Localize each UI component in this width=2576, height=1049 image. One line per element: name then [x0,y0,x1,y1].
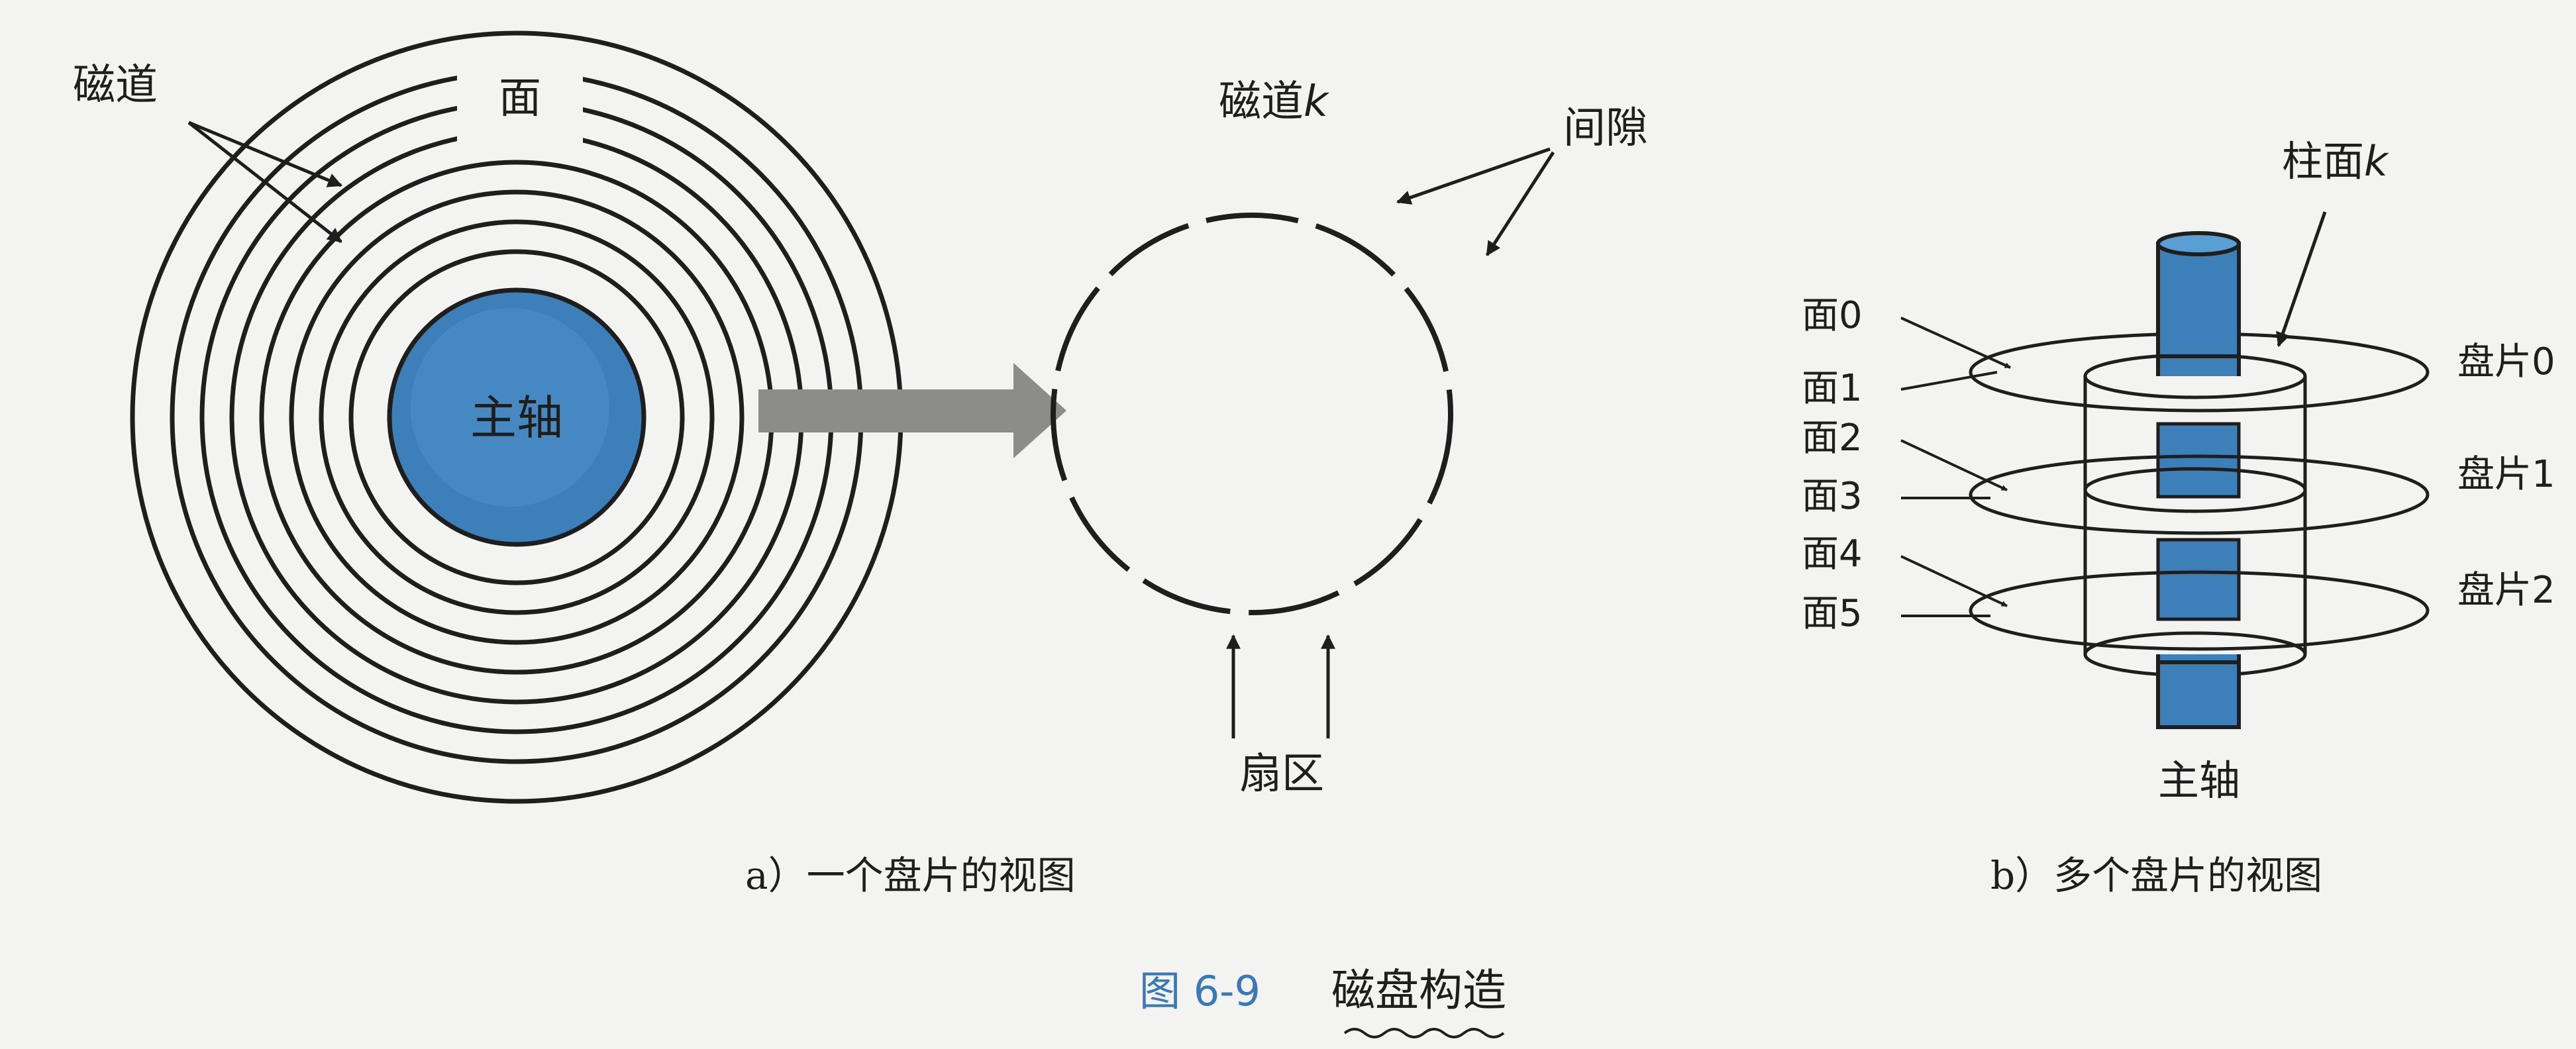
track-ring [319,219,715,615]
gap-pointer-arrow [1396,147,1551,205]
track-ring [348,249,685,585]
spindle-top [2156,242,2241,358]
surface-label: 面 [499,74,541,123]
spindle-segment [2156,538,2241,621]
title-underline-squiggle [1343,1028,1505,1038]
surface-pointer-arrows [1900,317,2011,617]
surface-3-label: 面3 [1802,475,1863,518]
surface-4-label: 面4 [1802,532,1863,575]
surface-2-label: 面2 [1802,417,1863,460]
cylinder-k-label: 柱面k [2282,137,2389,185]
figure-title: 磁盘构造 [1331,965,1506,1016]
spindle-top-cap [2156,231,2241,256]
spindle-highlight [411,308,609,507]
surface-labels: 面0 面1 面2 面3 面4 面5 [1802,294,1863,635]
gap-pointer-arrow [1485,151,1555,256]
track-pointer-arrow [187,121,342,243]
sector-label: 扇区 [1239,750,1324,799]
multi-platter-view: 柱面k 面0 面1 面2 面3 面4 面5 盘片0 盘片1 盘片2 主轴 b）多… [1802,137,2555,898]
spindle-label: 主轴 [470,391,563,445]
track-k-label: 磁道k [1219,77,1330,126]
zoom-arrow [758,363,1066,458]
panel-a-caption: a）一个盘片的视图 [745,853,1076,898]
single-platter-view: 主轴 面 磁道 a）一个盘片的视图 [73,30,1076,898]
track-label: 磁道 [73,61,158,110]
surface-0-label: 面0 [1802,294,1863,337]
surface-5-label: 面5 [1802,592,1863,635]
cylinder-k [2083,353,2307,677]
platter-2 [1969,570,2430,651]
track-k-dashed-circle [1051,213,1453,615]
platter-2-label: 盘片2 [2457,569,2555,612]
platter-0-label: 盘片0 [2457,340,2555,383]
track-pointer-arrow [188,121,343,187]
cylinder-pointer-arrow [2276,211,2327,348]
track-ring [289,189,745,645]
gap-label: 间隙 [1563,104,1648,153]
spindle-label: 主轴 [2158,756,2240,805]
track-detail-view: 磁道k 间隙 扇区 [1051,77,1648,799]
platter-1 [1969,454,2430,535]
figure-number: 图 6-9 [1139,967,1261,1015]
surface-label-backdrop [457,53,583,146]
platter-1-label: 盘片1 [2457,453,2555,496]
spindle-circle [387,287,646,547]
surface-1-label: 面1 [1802,367,1863,410]
spindle-segment [2156,422,2241,499]
spindle-bottom [2156,660,2241,729]
panel-b-caption: b）多个盘片的视图 [1990,853,2322,898]
